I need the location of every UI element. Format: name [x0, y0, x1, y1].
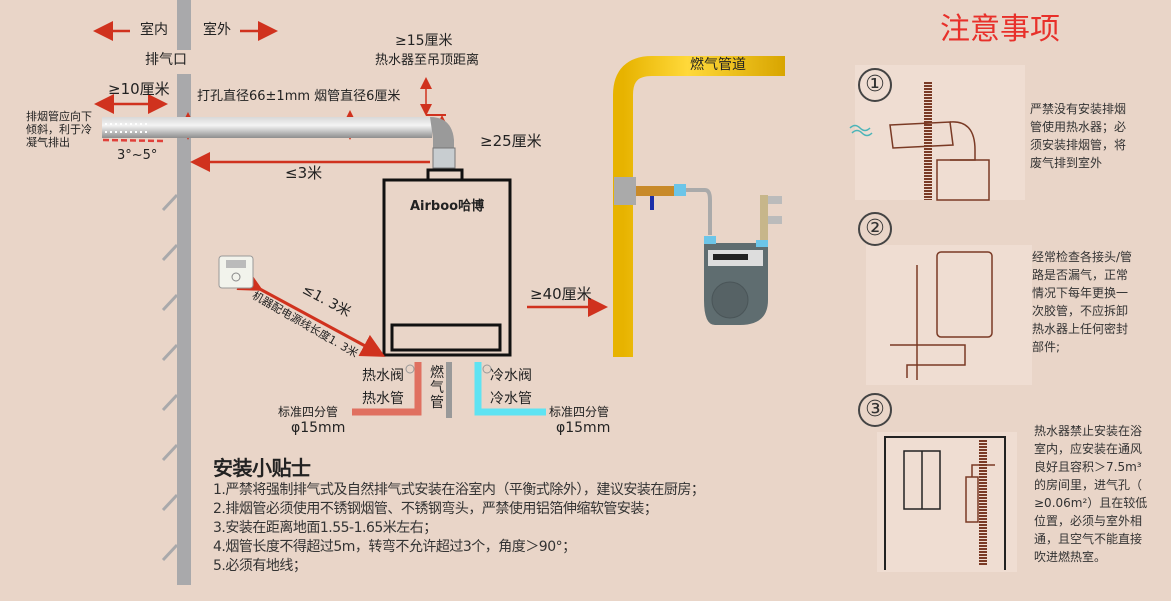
- diameter-left-label: φ15mm: [291, 420, 346, 436]
- notice-text-3: 热水器禁止安装在浴 室内，应安装在通风 良好且容积＞7.5m³ 的房间里，进气孔…: [1034, 424, 1148, 564]
- tips-title: 安装小贴士: [213, 456, 311, 480]
- power-socket: [218, 255, 254, 289]
- notice-number-3: ③: [858, 393, 892, 427]
- notice-text-1: 严禁没有安装排烟 管使用热水器；必 须安装排烟管，将 废气排到室外: [1030, 102, 1127, 170]
- notice-number-1: ①: [858, 68, 892, 102]
- notices-title: 注意事项: [940, 12, 1060, 47]
- hot-pipe-label: 热水管: [362, 391, 404, 407]
- outdoor-label: 室外: [203, 22, 231, 38]
- angle-label: 3°~5°: [117, 148, 158, 163]
- cold-valve-label: 冷水阀: [490, 368, 532, 384]
- dimension-arrows: [93, 21, 608, 317]
- notice-text-2: 经常检查各接头/管 路是否漏气，正常 情况下每年更换一 次胶管，不应拆卸 热水器…: [1032, 250, 1133, 354]
- flue-pipe: [102, 117, 456, 169]
- tip-item: 1.严禁将强制排气式及自然排气式安装在浴室内（平衡式除外），建议安装在厨房；: [213, 482, 705, 498]
- notice-illustrations: [849, 65, 1032, 572]
- vent-label: 排气口: [145, 52, 187, 68]
- diameter-right-label: φ15mm: [556, 420, 611, 436]
- tip-item: 3.安装在距离地面1.55-1.65米左右；: [213, 520, 437, 536]
- indoor-label: 室内: [140, 22, 168, 38]
- min-25cm-label: ≥25厘米: [480, 132, 542, 150]
- tip-item: 4.烟管长度不得超过5m，转弯不允许超过3个，角度＞90°；: [213, 539, 576, 555]
- min-10cm-label: ≥10厘米: [108, 80, 170, 98]
- wall: [161, 0, 191, 585]
- hot-valve-label: 热水阀: [362, 368, 404, 384]
- cold-pipe-label: 冷水管: [490, 391, 532, 407]
- gas-main-label: 燃气管道: [690, 57, 746, 73]
- tip-item: 5.必须有地线；: [213, 558, 307, 574]
- min-15cm-label: ≥15厘米: [395, 33, 453, 49]
- ceiling-distance-label: 热水器至吊顶距离: [375, 53, 480, 68]
- gas-meter: [704, 195, 782, 325]
- hot-water-pipe: [352, 362, 422, 416]
- gas-pipe-label: 燃 气 管: [430, 365, 444, 411]
- tip-item: 2.排烟管必须使用不锈钢烟管、不锈钢弯头，严禁使用铝箔伸缩软管安装；: [213, 501, 658, 517]
- gas-main-pipe: [613, 56, 785, 357]
- slope-note: 排烟管应向下 倾斜，利于冷 凝气排出: [26, 110, 92, 149]
- std-pipe-left-label: 标准四分管: [278, 405, 339, 419]
- gas-inlet-pipe: [446, 362, 452, 418]
- installation-tips: 安装小贴士 1.严禁将强制排气式及自然排气式安装在浴室内（平衡式除外），建议安装…: [213, 455, 705, 576]
- hole-diameter-label: 打孔直径66±1mm 烟管直径6厘米: [197, 89, 401, 104]
- notice-number-2: ②: [858, 212, 892, 246]
- water-heater: [382, 168, 512, 357]
- std-pipe-right-label: 标准四分管: [549, 405, 610, 419]
- min-40cm-label: ≥40厘米: [530, 285, 592, 303]
- max-3m-label: ≤3米: [285, 164, 323, 182]
- cold-water-pipe: [474, 362, 546, 416]
- brand-logo: Airboo哈博: [410, 199, 485, 214]
